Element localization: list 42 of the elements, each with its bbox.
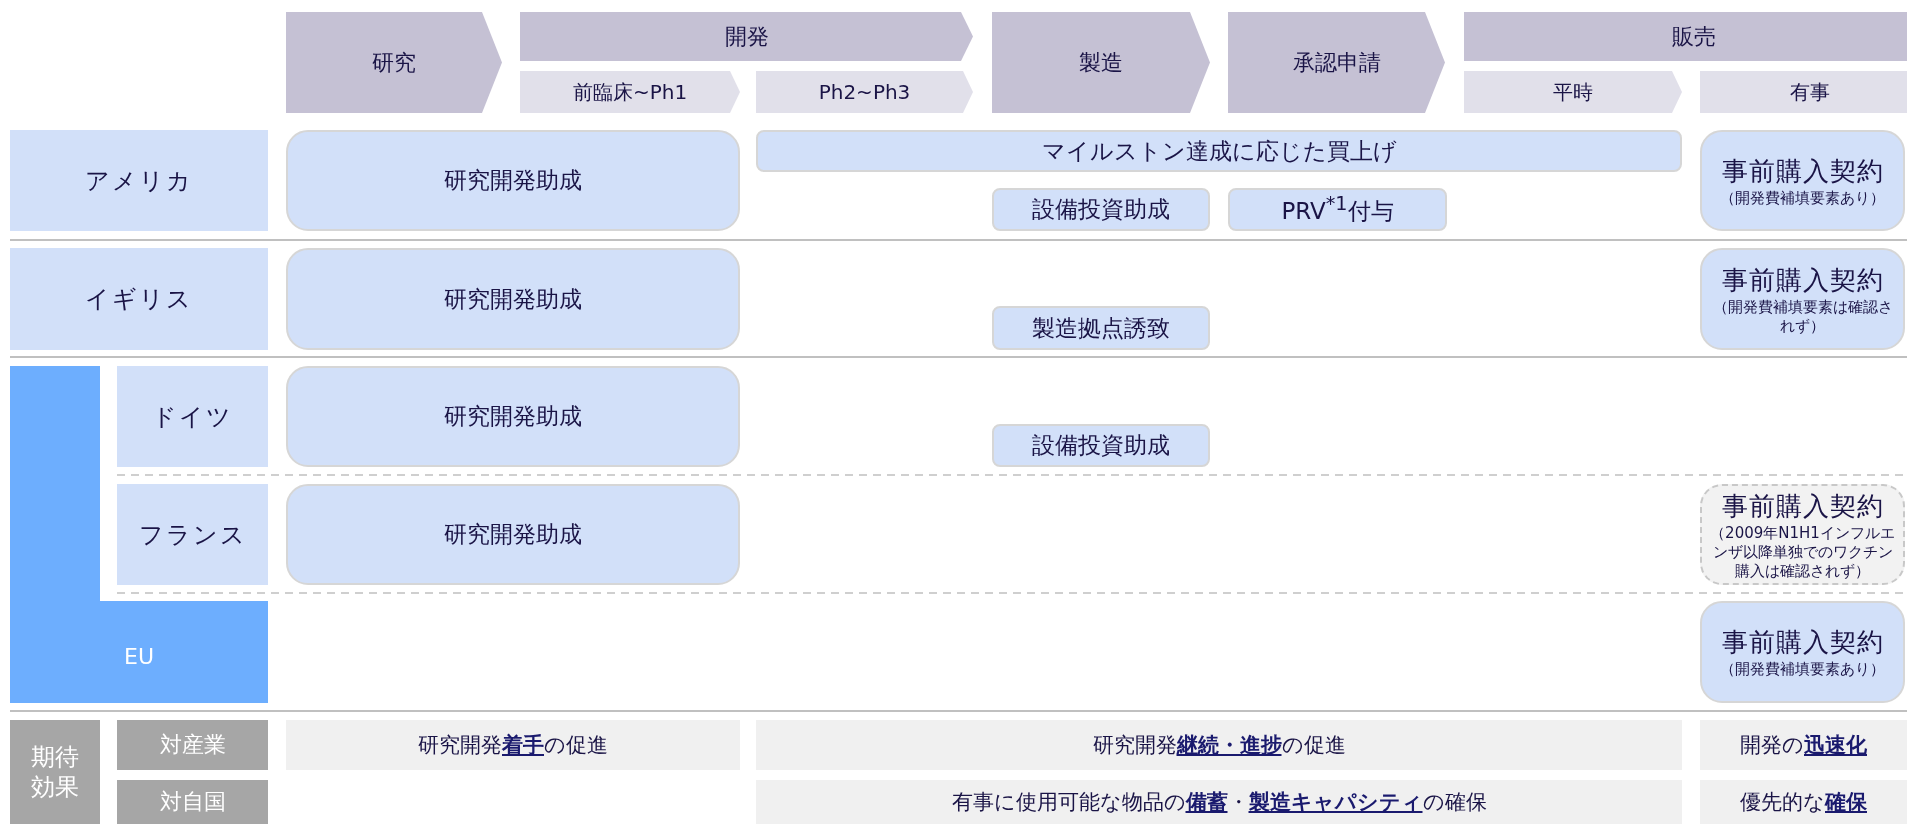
effect-cell: 研究開発継続・進捗の促進: [756, 720, 1682, 770]
effect-category: 対産業: [117, 720, 268, 770]
contract-note: （2009年N1H1インフルエンザ以降単独でのワクチン購入は確認されず）: [1709, 523, 1896, 581]
measure-box: PRV$^{*1}$付与: [1228, 188, 1447, 231]
effect-cell: 有事に使用可能な物品の備蓄・製造キャパシティの確保: [756, 780, 1682, 824]
contract-title: 事前購入契約: [1721, 626, 1884, 659]
contract-box: [1700, 601, 1905, 703]
contract-title: 事前購入契約: [1721, 154, 1884, 188]
measure-box: 研究開発助成: [286, 484, 740, 585]
country-label: イギリス: [10, 248, 268, 350]
stage-header: 製造: [992, 12, 1210, 113]
phase-header: 有事: [1700, 71, 1907, 113]
contract-title: 事前購入契約: [1721, 489, 1884, 523]
measure-box: 研究開発助成: [286, 248, 740, 350]
effect-cell: 開発の迅速化: [1700, 720, 1907, 770]
country-label: フランス: [117, 484, 268, 585]
stage-header: 承認申請: [1228, 12, 1445, 113]
contract-note: （開発費補填要素あり）: [1720, 660, 1885, 679]
measure-box: 研究開発助成: [286, 366, 740, 467]
effect-header: 期待効果: [10, 720, 100, 824]
stage-header: 開発: [520, 12, 973, 61]
contract-box: [1700, 484, 1905, 585]
measure-box: 研究開発助成: [286, 130, 740, 231]
effect-cell: 研究開発着手の促進: [286, 720, 740, 770]
phase-header: 前臨床~Ph1: [520, 71, 740, 113]
measure-box: 設備投資助成: [992, 188, 1210, 231]
contract-title: 事前購入契約: [1721, 263, 1884, 297]
effect-cell: 優先的な確保: [1700, 780, 1907, 824]
contract-box: [1700, 248, 1905, 350]
phase-header: 平時: [1464, 71, 1682, 113]
measure-box: 設備投資助成: [992, 424, 1210, 467]
country-label: アメリカ: [10, 130, 268, 231]
stage-header: 販売: [1464, 12, 1907, 61]
contract-note: （開発費補填要素は確認されず）: [1711, 297, 1894, 336]
contract-box: [1700, 130, 1905, 231]
phase-header: Ph2~Ph3: [756, 71, 973, 113]
measure-box: マイルストン達成に応じた買上げ: [756, 130, 1682, 172]
country-label: ドイツ: [117, 366, 268, 467]
contract-note: （開発費補填要素あり）: [1720, 188, 1885, 208]
measure-box: 製造拠点誘致: [992, 306, 1210, 350]
effect-category: 対自国: [117, 780, 268, 824]
stage-header: 研究: [286, 12, 502, 113]
